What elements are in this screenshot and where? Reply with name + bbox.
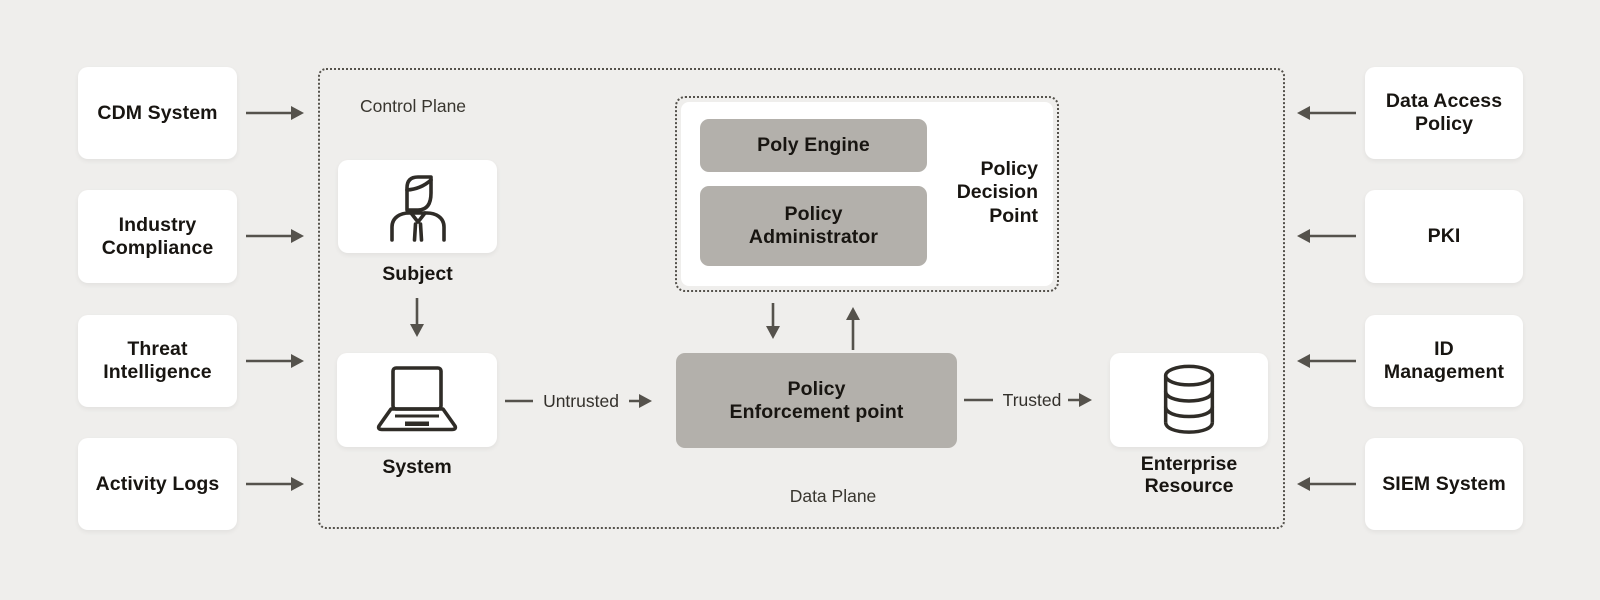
system-label: System: [382, 456, 452, 478]
source-label: Industry Compliance: [101, 213, 214, 259]
policy-enforcement-point-box: Policy Enforcement point: [676, 353, 957, 448]
control-plane-label: Control Plane: [360, 96, 467, 116]
source-label: SIEM System: [1382, 472, 1506, 495]
source-label: CDM System: [97, 101, 218, 124]
subject-label: Subject: [382, 263, 453, 285]
source-label: Threat Intelligence: [103, 338, 212, 383]
subject-box: [338, 160, 497, 253]
trusted-edge-label: Trusted: [1002, 390, 1062, 410]
source-box-siem-system: SIEM System: [1365, 438, 1523, 530]
source-label: Data Access Policy: [1385, 90, 1503, 135]
data-plane-label: Data Plane: [789, 486, 877, 506]
source-box-pki: PKI: [1365, 190, 1523, 283]
source-box-cdm-system: CDM System: [78, 67, 237, 159]
source-box-id-management: ID Management: [1365, 315, 1523, 407]
system-box: [337, 353, 497, 447]
source-label: PKI: [1427, 225, 1461, 247]
trust-boundary-border: [318, 68, 1285, 529]
policy-engine-box: Poly Engine: [700, 119, 927, 172]
database-icon: [1163, 364, 1215, 434]
source-box-activity-logs: Activity Logs: [78, 438, 237, 530]
person-icon: [389, 174, 446, 242]
laptop-icon: [376, 366, 458, 432]
enterprise-resource-label: Enterprise Resource: [1140, 453, 1238, 498]
policy-decision-point-label: Policy Decision Point: [956, 158, 1038, 227]
source-box-industry-compliance: Industry Compliance: [78, 190, 237, 283]
policy-administrator-box: Policy Administrator: [700, 186, 927, 266]
source-box-threat-intelligence: Threat Intelligence: [78, 315, 237, 407]
policy-administrator-label: Policy Administrator: [748, 203, 879, 248]
enterprise-resource-box: [1110, 353, 1268, 447]
policy-engine-label: Poly Engine: [757, 134, 870, 156]
policy-enforcement-point-label: Policy Enforcement point: [729, 377, 904, 423]
source-box-data-access-policy: Data Access Policy: [1365, 67, 1523, 159]
source-label: ID Management: [1383, 338, 1505, 383]
source-label: Activity Logs: [95, 472, 220, 495]
untrusted-edge-label: Untrusted: [543, 391, 619, 411]
